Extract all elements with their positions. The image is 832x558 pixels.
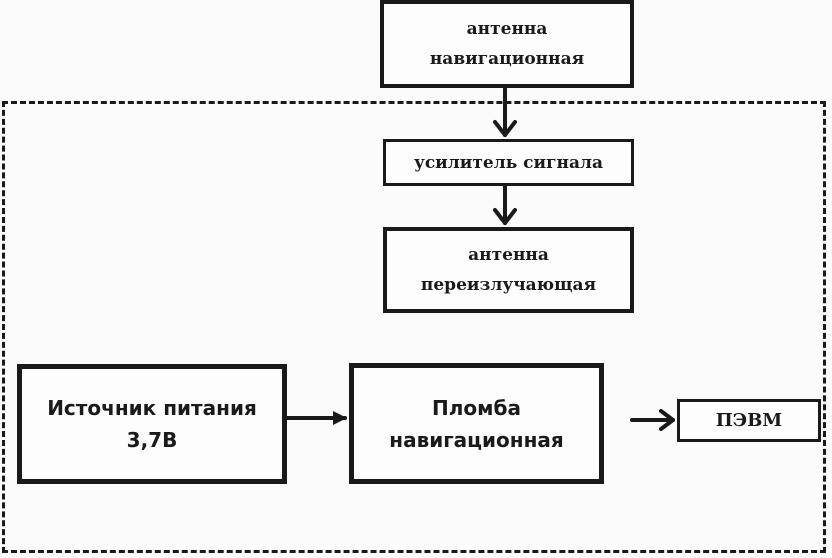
navigation-antenna-block: антенна навигационная: [380, 0, 634, 88]
power-source-block: Источник питания 3,7В: [17, 364, 287, 484]
device-boundary: [2, 101, 826, 553]
block-label: переизлучающая: [420, 275, 597, 295]
pc-block: ПЭВМ: [677, 399, 821, 442]
block-label: 3,7В: [126, 428, 178, 452]
signal-amplifier-block: усилитель сигнала: [383, 139, 634, 186]
block-label: антенна: [466, 19, 548, 39]
block-label: Источник питания: [47, 396, 257, 420]
block-label: антенна: [468, 245, 549, 265]
block-label: навигационная: [389, 427, 564, 452]
block-label: Пломба: [432, 395, 521, 420]
reradiating-antenna-block: антенна переизлучающая: [383, 227, 634, 313]
block-label: навигационная: [429, 49, 585, 69]
navigation-seal-block: Пломба навигационная: [349, 363, 604, 484]
block-label: ПЭВМ: [715, 410, 783, 431]
block-label: усилитель сигнала: [413, 152, 604, 173]
